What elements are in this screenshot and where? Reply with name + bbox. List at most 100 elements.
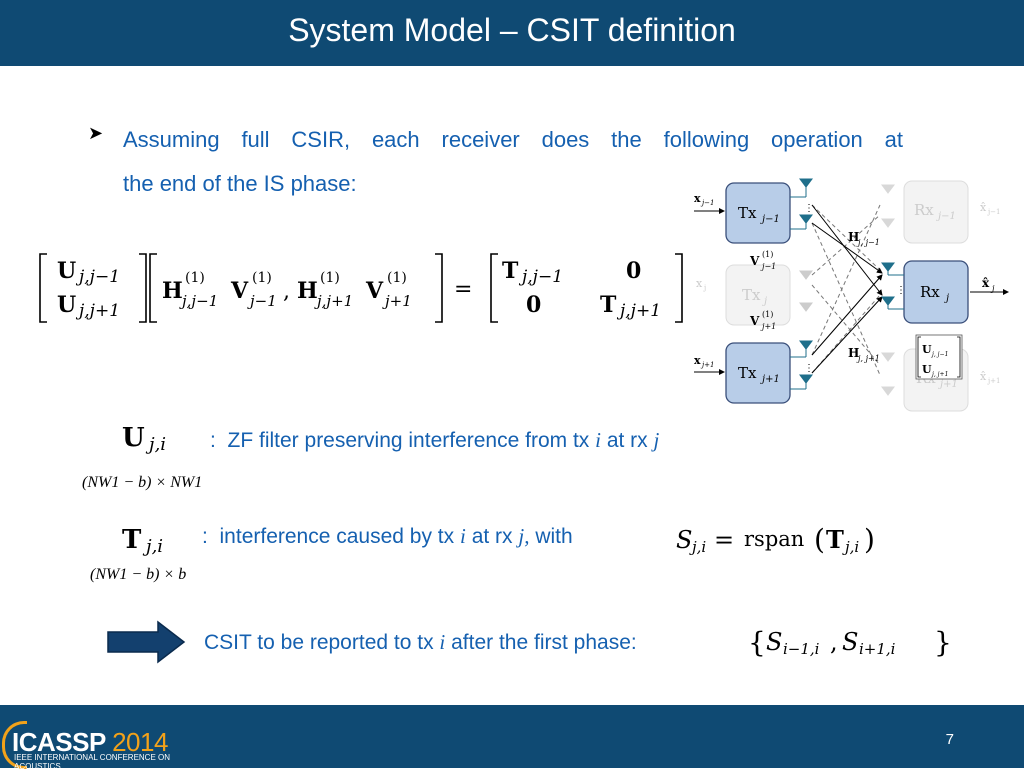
svg-text:j−1: j−1 (936, 211, 956, 222)
svg-text:j: j (944, 293, 949, 304)
footer-bar: ICASSP 2014 IEEE INTERNATIONAL CONFERENC… (0, 705, 1024, 780)
rx-prev-box (903, 180, 969, 244)
conclusion-text: CSIT to be reported to tx i after the fi… (204, 630, 637, 654)
svg-text:(: ( (814, 523, 825, 556)
svg-text:j, j−1: j, j−1 (856, 238, 880, 247)
tx-prev-label: Tx (738, 204, 757, 222)
u1-label: U (922, 343, 932, 356)
svg-text:j,i: j,i (842, 538, 859, 556)
svg-text:U: U (57, 258, 76, 284)
svg-text:S: S (676, 526, 692, 554)
svg-text:x̂: x̂ (980, 201, 987, 214)
svg-text:T: T (600, 292, 617, 318)
svg-text:i+1,i: i+1,i (859, 640, 896, 658)
tx-antenna-icons (790, 178, 813, 390)
svg-text:j,j+1: j,j+1 (75, 301, 120, 321)
svg-text:,: , (830, 628, 838, 656)
t-dimension: (NW1 − b) × b (90, 566, 187, 583)
svg-text:S: S (842, 628, 858, 656)
svg-text:i−1,i: i−1,i (783, 640, 820, 658)
svg-text:⋮: ⋮ (804, 203, 814, 214)
svg-text:U: U (57, 292, 76, 318)
bullet-line-2: the end of the IS phase: (123, 171, 357, 196)
svg-text:j,i: j,i (142, 536, 163, 557)
v-prev-label: V (749, 254, 760, 268)
slide-title: System Model – CSIT definition (288, 12, 736, 48)
svg-text:0: 0 (626, 258, 641, 284)
svg-text:(1): (1) (185, 270, 205, 286)
svg-text:U: U (122, 423, 145, 453)
svg-text:j,i: j,i (145, 434, 166, 455)
svg-text:j+1: j+1 (987, 377, 1001, 385)
csit-set-equation: { S i−1,i , S i+1,i } (748, 626, 952, 659)
h-prev-label: H (848, 230, 859, 244)
svg-text:=: = (454, 277, 472, 302)
svg-text:j+1: j+1 (938, 379, 958, 390)
bullet-text: Assuming full CSIR, each receiver does t… (123, 118, 903, 206)
svg-text:rspan: rspan (744, 527, 804, 551)
h-next-label: H (848, 346, 859, 360)
rx-antenna-icons (881, 262, 904, 310)
svg-text:0: 0 (526, 292, 541, 318)
bullet-arrow-icon: ➤ (88, 123, 104, 143)
svg-text:j−1: j−1 (700, 199, 715, 207)
svg-text:j,j−1: j,j−1 (179, 292, 218, 310)
rx-cur-label: Rx (920, 283, 940, 301)
title-bar: System Model – CSIT definition (0, 0, 1024, 66)
svg-text:{: { (748, 626, 766, 659)
tx-cur-label: Tx (742, 286, 761, 304)
svg-text:j: j (703, 284, 706, 292)
svg-text:⋮: ⋮ (804, 363, 814, 374)
svg-text:j, j+1: j, j+1 (856, 354, 880, 363)
logo-subtitle-1: IEEE INTERNATIONAL CONFERENCE ON ACOUSTI… (14, 753, 171, 771)
svg-text:j,i: j,i (689, 538, 706, 556)
v-next-label: V (749, 314, 760, 328)
svg-text:V: V (230, 278, 249, 304)
svg-text:V: V (365, 278, 384, 304)
svg-text:(1): (1) (762, 250, 773, 259)
svg-text:(1): (1) (387, 270, 407, 286)
icassp-logo: ICASSP 2014 IEEE INTERNATIONAL CONFERENC… (2, 713, 212, 780)
page-number: 7 (945, 731, 954, 748)
svg-text:j,j+1: j,j+1 (314, 292, 353, 310)
svg-text:S: S (766, 628, 782, 656)
svg-text:): ) (864, 523, 875, 556)
svg-text:j+1: j+1 (700, 361, 715, 369)
svg-text:T: T (502, 258, 519, 284)
svg-text:j, j+1: j, j+1 (930, 371, 948, 378)
tx-next-box (725, 342, 791, 404)
logo-year: 2014 (112, 727, 168, 757)
svg-text:j, j−1: j, j−1 (930, 351, 948, 358)
svg-text:T: T (122, 525, 142, 555)
logo-subtitle-2: SPEECH AND SIGNAL PROCESSING (14, 771, 153, 780)
svg-text:x: x (696, 277, 703, 290)
svg-text:,: , (283, 279, 290, 304)
svg-text:j−1: j−1 (247, 292, 277, 310)
svg-text:j+1: j+1 (382, 292, 412, 310)
svg-text:H: H (297, 278, 318, 304)
tx-cur-box (725, 264, 791, 326)
svg-text:j: j (762, 296, 767, 307)
t-symbol: T j,i (122, 525, 163, 557)
svg-text:j−1: j−1 (760, 262, 776, 271)
svg-text:j: j (990, 284, 995, 293)
svg-text:x: x (694, 192, 701, 205)
rx-prev-label: Rx (914, 201, 934, 219)
svg-text:⋮: ⋮ (896, 285, 906, 296)
svg-text:(1): (1) (762, 310, 773, 319)
svg-text:j+1: j+1 (760, 374, 780, 385)
svg-text:=: = (714, 526, 734, 554)
logo-name: ICASSP (12, 727, 106, 757)
svg-text:j,j+1: j,j+1 (616, 301, 661, 321)
rx-cur-box (903, 260, 969, 324)
u-dimension: (NW1 − b) × NW1 (82, 474, 203, 491)
svg-text:j−1: j−1 (760, 214, 780, 225)
svg-text:j,j−1: j,j−1 (518, 267, 563, 287)
t-definition: : interference caused by tx i at rx j, w… (202, 524, 573, 548)
svg-text:H: H (162, 278, 183, 304)
main-equation: U j,j−1 U j,j+1 H (1) j,j−1 V (1) j−1 , … (39, 253, 683, 323)
u-definition: : ZF filter preserving interference from… (210, 428, 660, 452)
svg-text:x̂: x̂ (980, 370, 987, 383)
svg-text:(1): (1) (320, 270, 340, 286)
bullet-line-1: Assuming full CSIR, each receiver does t… (123, 127, 903, 152)
